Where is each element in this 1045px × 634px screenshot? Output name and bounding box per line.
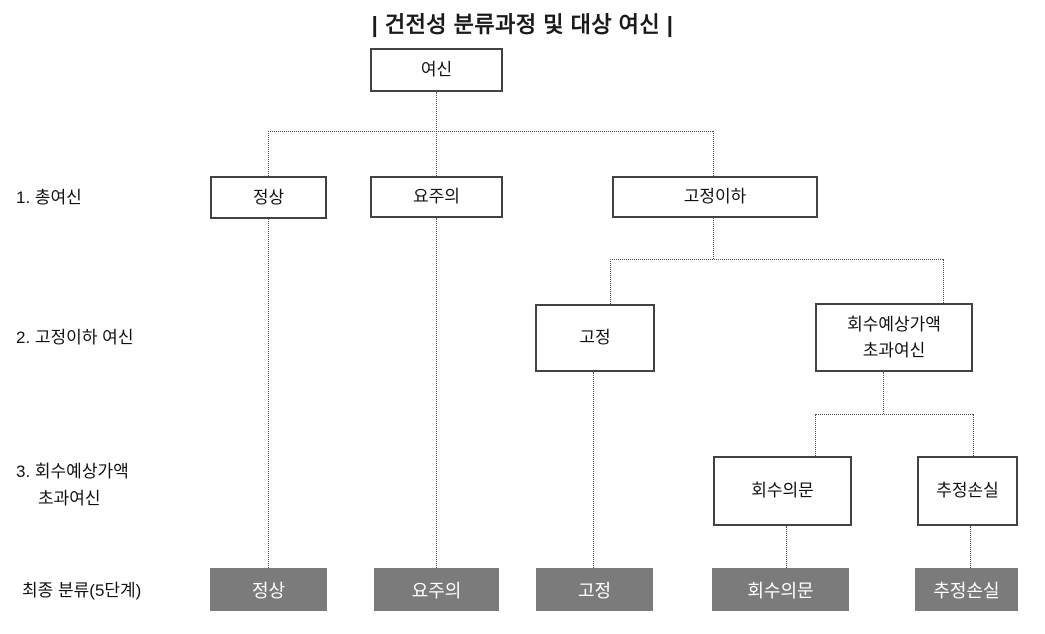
node-excess-credit-line1: 회수예상가액 [847,315,941,334]
node-substandard-below: 고정이하 [612,176,818,218]
connector-level1-horizontal [268,131,713,132]
connector-substandard-below-stub [713,218,714,259]
node-estimated-loss: 추정손실 [917,456,1018,526]
connector-drop-normal [268,131,269,176]
row-label-excess-credit-line1: 3. 회수예상가액 [16,462,129,481]
final-node-precautionary: 요주의 [374,568,499,611]
final-node-doubtful: 회수의문 [712,568,849,611]
row-label-excess-credit: 3. 회수예상가액 초과여신 [16,458,129,512]
node-normal: 정상 [210,176,327,219]
node-doubtful: 회수의문 [713,456,852,526]
node-excess-credit-line2: 초과여신 [862,340,926,360]
node-substandard: 고정 [535,304,655,372]
connector-drop-estimated-loss [973,414,974,456]
connector-excess-credit-stub [883,372,884,414]
connector-drop-doubtful [815,414,816,456]
diagram-title: | 건전성 분류과정 및 대상 여신 | [371,12,674,37]
connector-root-down [436,92,437,176]
node-excess-credit: 회수예상가액 초과여신 [815,303,973,372]
final-node-substandard: 고정 [536,568,653,611]
final-node-normal: 정상 [210,568,327,611]
connector-drop-excess-credit [943,259,944,303]
final-node-estimated-loss: 추정손실 [915,568,1018,611]
connector-normal-to-final [268,219,269,568]
connector-level3-horizontal [815,414,973,415]
node-excess-credit-text: 회수예상가액 초과여신 [847,312,941,363]
row-label-excess-credit-line2: 초과여신 [38,489,101,508]
connector-estimated-loss-to-final [970,526,971,568]
root-node-credit: 여신 [370,48,503,92]
connector-level2-horizontal [610,259,943,260]
connector-doubtful-to-final [786,526,787,568]
node-precautionary: 요주의 [370,176,503,218]
row-label-substandard-below-credit: 2. 고정이하 여신 [16,328,134,347]
row-label-final-classification: 최종 분류(5단계) [22,581,142,600]
connector-substandard-to-final [593,372,594,568]
connector-drop-substandard [610,259,611,304]
row-label-total-credit: 1. 총여신 [16,188,82,207]
connector-drop-substandard-below [713,131,714,176]
connector-precautionary-to-final [436,218,437,568]
